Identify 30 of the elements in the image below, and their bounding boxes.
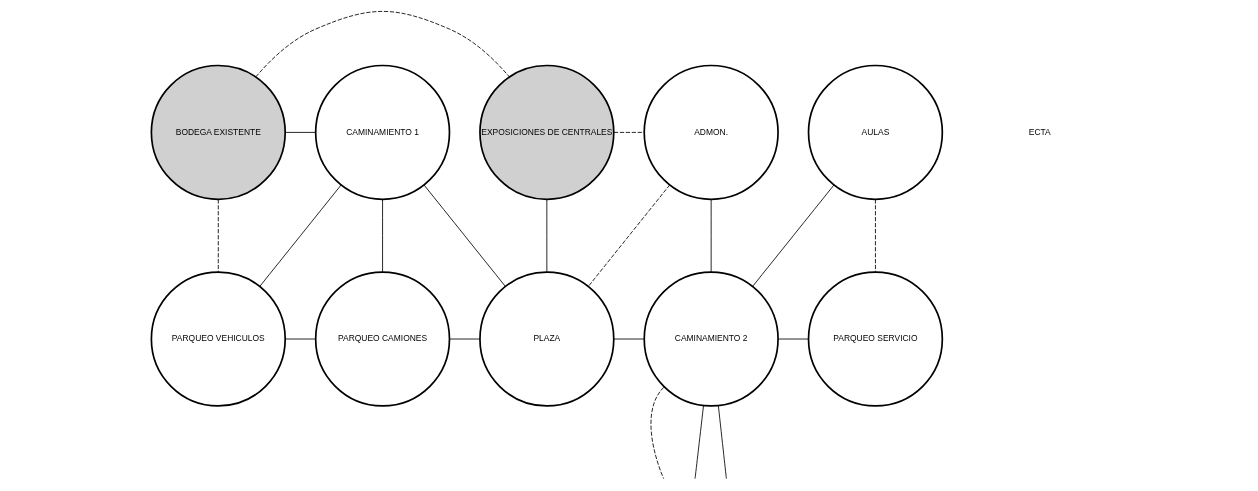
- node-circle: PARQUEO CAMIONES: [314, 271, 451, 407]
- connector: [449, 338, 481, 340]
- connector: [587, 184, 671, 287]
- connector: [777, 338, 809, 340]
- node-circle: PARQUEO VEHICULOS: [150, 271, 287, 407]
- connector: [875, 199, 876, 273]
- connector: [694, 405, 704, 480]
- connector: [650, 386, 665, 480]
- connector: [255, 10, 510, 78]
- connector: [259, 184, 342, 287]
- connector: [752, 184, 835, 287]
- node-circle: BODEGA EXISTENTE: [150, 64, 287, 201]
- connector: [613, 131, 645, 133]
- node-circle: CAMINAMIENTO 1: [314, 64, 451, 201]
- connector: [717, 405, 727, 480]
- node-circle: EXPOSICIONES DE CENTRALES: [479, 64, 615, 201]
- connector: [284, 338, 316, 340]
- connector: [284, 131, 316, 133]
- node-circle: ADMON.: [643, 64, 779, 201]
- label: ECTA: [1028, 126, 1051, 137]
- node-circle: AULAS: [807, 64, 944, 201]
- connector: [546, 199, 548, 273]
- connector: [382, 199, 383, 273]
- connector: [710, 199, 712, 273]
- node-circle: PLAZA: [479, 271, 615, 407]
- connector: [217, 199, 219, 273]
- connector: [423, 184, 506, 287]
- node-circle: CAMINAMIENTO 2: [643, 271, 779, 407]
- connector: [613, 338, 645, 340]
- node-circle: PARQUEO SERVICIO: [807, 271, 944, 407]
